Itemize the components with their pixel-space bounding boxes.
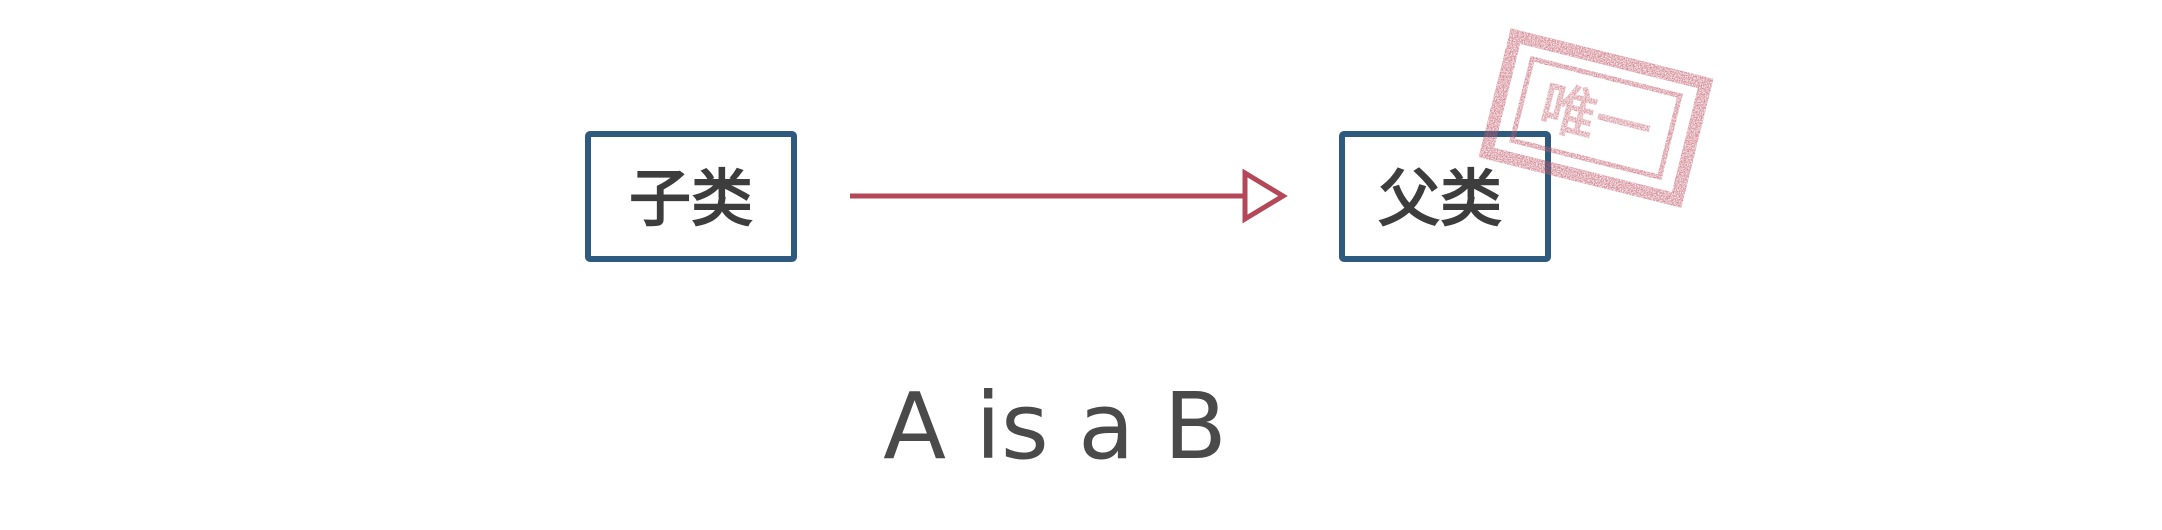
subclass-box: 子类 (585, 131, 797, 262)
parent-class-label: 父类 (1378, 162, 1502, 235)
parent-class-box-frame (1339, 131, 1551, 262)
inheritance-arrow (850, 168, 1288, 224)
parent-class-box: 父类 (1339, 131, 1551, 262)
stamp-outer-frame (1478, 28, 1714, 208)
caption-text: A is a B (883, 373, 1227, 480)
subclass-box-frame (585, 131, 797, 262)
hollow-triangle-arrowhead-icon (1242, 168, 1288, 224)
subclass-label: 子类 (629, 162, 753, 235)
stamp-inner-frame (1509, 55, 1683, 181)
